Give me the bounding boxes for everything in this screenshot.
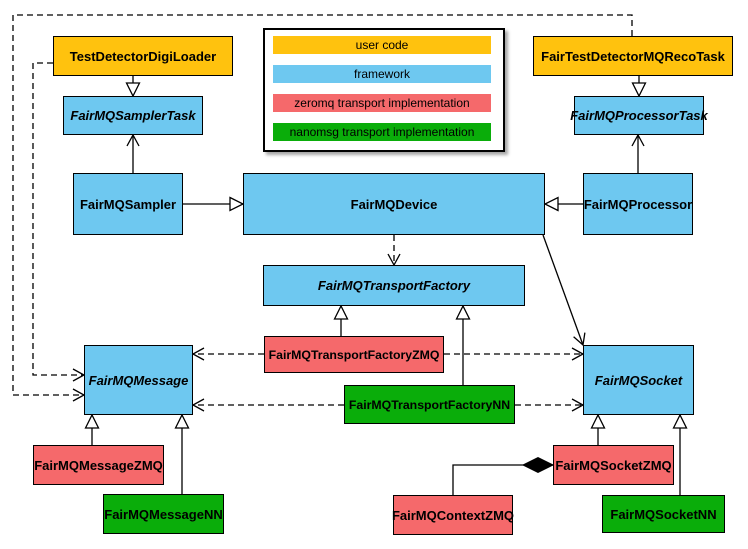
edge-contextzmq-composed-socketzmq [452, 456, 555, 495]
edge-recotask-depends-message [12, 14, 633, 402]
legend-label-zeromq: zeromq transport implementation [294, 96, 470, 110]
class-box-fairmqcontextzmq: FairMQContextZMQ [392, 495, 514, 535]
class-box-fairmqmessage: FairMQMessage [84, 345, 193, 415]
class-box-fairtestdetectormqrecotask: FairTestDetectorMQRecoTask [533, 36, 733, 76]
class-box-fairmqdevice: FairMQDevice [243, 173, 545, 235]
legend-label-nanomsg: nanomsg transport implementation [289, 125, 475, 139]
class-box-fairmqsocket: FairMQSocket [583, 345, 694, 415]
class-box-fairmqmessagezmq: FairMQMessageZMQ [33, 445, 164, 485]
legend-bar-user-code: user code [273, 36, 491, 54]
class-box-fairmqtransportfactoryzmq: FairMQTransportFactoryZMQ [264, 336, 444, 373]
legend-bar-nanomsg: nanomsg transport implementation [273, 123, 491, 141]
edge-device-uses-socket [542, 234, 586, 347]
legend-label-framework: framework [353, 67, 410, 81]
class-box-fairmqsamplertask: FairMQSamplerTask [63, 96, 203, 135]
class-box-fairmqprocessortask: FairMQProcessorTask [570, 96, 708, 135]
legend-label-user-code: user code [355, 38, 409, 52]
class-box-fairmqprocessor: FairMQProcessor [583, 173, 693, 235]
legend-bar-zeromq: zeromq transport implementation [273, 94, 491, 112]
class-box-fairmqtransportfactorynn: FairMQTransportFactoryNN [344, 385, 515, 424]
legend: user code framework zeromq transport imp… [263, 28, 505, 152]
class-box-fairmqmessagenn: FairMQMessageNN [103, 494, 224, 534]
edge-digiloader-depends-message [32, 62, 86, 382]
class-box-fairmqtransportfactory: FairMQTransportFactory [263, 265, 525, 306]
class-box-fairmqsocketnn: FairMQSocketNN [602, 495, 725, 533]
class-box-fairmqsampler: FairMQSampler [73, 173, 183, 235]
class-box-fairmqsocketzmq: FairMQSocketZMQ [553, 445, 674, 485]
legend-bar-framework: framework [273, 65, 491, 83]
class-box-testdetectordigiloader: TestDetectorDigiLoader [53, 36, 233, 76]
